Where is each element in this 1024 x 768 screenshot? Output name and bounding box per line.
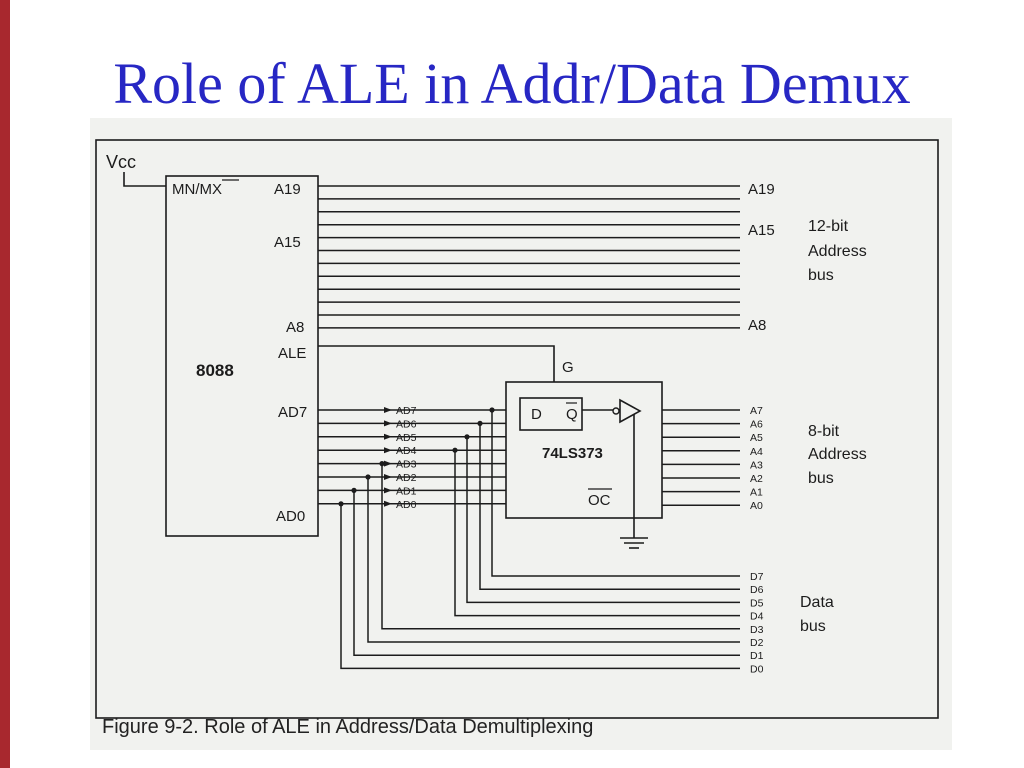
latch-q-label: Q bbox=[566, 406, 578, 423]
ad-arrow-icon bbox=[384, 500, 392, 507]
cpu-pin-ad7: AD7 bbox=[278, 404, 307, 421]
latched-address-label: A0 bbox=[750, 500, 763, 512]
data-line bbox=[340, 503, 740, 670]
data-line bbox=[466, 436, 740, 604]
ad-arrow-icon bbox=[384, 487, 392, 494]
latched-address-label: A6 bbox=[750, 419, 763, 431]
junction-dot bbox=[379, 461, 385, 467]
data-line bbox=[454, 450, 740, 617]
out-a15-label: A15 bbox=[748, 222, 775, 239]
latched-address-label: A7 bbox=[750, 405, 763, 417]
cpu-pin-a8: A8 bbox=[286, 319, 304, 336]
demux-diagram: Vcc MN/MX A19 A15 A8 ALE 8088 AD7 AD0 G … bbox=[95, 139, 939, 719]
data-line-label: D7 bbox=[750, 571, 764, 583]
vcc-wire bbox=[123, 172, 166, 187]
data-line bbox=[381, 463, 740, 630]
cpu-pin-ad0: AD0 bbox=[276, 508, 305, 525]
latched-address-label: A5 bbox=[750, 432, 763, 444]
slide-accent-bar bbox=[0, 0, 10, 768]
figure-frame bbox=[95, 139, 939, 719]
junction-dot bbox=[464, 434, 470, 440]
out-a19-label: A19 bbox=[748, 181, 775, 198]
junction-dot bbox=[351, 487, 357, 493]
bus-label-data-line1: Data bbox=[800, 594, 834, 611]
latched-address-label: A1 bbox=[750, 487, 763, 499]
ad-label: AD2 bbox=[396, 472, 417, 484]
ad-arrow-icon bbox=[384, 447, 392, 454]
slide-title: Role of ALE in Addr/Data Demux bbox=[113, 51, 911, 116]
data-line-label: D5 bbox=[750, 597, 764, 609]
data-line-label: D3 bbox=[750, 624, 764, 636]
cpu-mode-pin-label: MN/MX bbox=[172, 181, 222, 198]
ad-label: AD0 bbox=[396, 499, 417, 511]
cpu-name: 8088 bbox=[196, 361, 234, 380]
cpu-8088-box bbox=[165, 175, 319, 537]
junction-dot bbox=[477, 420, 483, 426]
ad-label: AD7 bbox=[396, 405, 417, 417]
tristate-buffer-icon bbox=[619, 398, 642, 424]
data-line-label: D0 bbox=[750, 663, 764, 675]
ad-label: AD1 bbox=[396, 485, 417, 497]
vcc-label: Vcc bbox=[106, 152, 136, 172]
data-line-label: D2 bbox=[750, 637, 764, 649]
latch-g-label: G bbox=[562, 359, 574, 376]
data-line bbox=[353, 490, 740, 656]
out-a8-label: A8 bbox=[748, 317, 766, 334]
bus-label-data-line2: bus bbox=[800, 618, 826, 635]
figure-caption: Figure 9-2. Role of ALE in Address/Data … bbox=[102, 716, 594, 738]
figure-panel: Vcc MN/MX A19 A15 A8 ALE 8088 AD7 AD0 G … bbox=[90, 118, 952, 750]
latched-address-label: A4 bbox=[750, 446, 763, 458]
ad-arrow-icon bbox=[384, 407, 392, 413]
junction-dot bbox=[338, 501, 344, 507]
ad-arrow-icon bbox=[384, 420, 392, 427]
junction-dot bbox=[365, 474, 371, 480]
data-line-label: D1 bbox=[750, 650, 764, 662]
buffer-enable-bubble-icon bbox=[612, 407, 620, 415]
latch-d-label: D bbox=[531, 406, 542, 423]
bus-label-12bit-line3: bus bbox=[808, 267, 834, 284]
junction-dot bbox=[489, 407, 495, 413]
latch-name: 74LS373 bbox=[542, 445, 603, 462]
bus-label-12bit-line2: Address bbox=[808, 243, 867, 260]
cpu-pin-a19: A19 bbox=[274, 181, 301, 198]
bus-label-8bit-line2: Address bbox=[808, 446, 867, 463]
data-line bbox=[367, 477, 740, 643]
latched-address-label: A2 bbox=[750, 473, 763, 485]
ad-label: AD4 bbox=[396, 445, 417, 457]
cpu-pin-a15: A15 bbox=[274, 234, 301, 251]
ad-arrow-icon bbox=[384, 474, 392, 480]
bus-label-8bit-line3: bus bbox=[808, 470, 834, 487]
ad-label: AD3 bbox=[396, 459, 417, 471]
latch-oc-label: OC bbox=[588, 492, 611, 509]
data-line bbox=[479, 423, 740, 590]
ad-label: AD5 bbox=[396, 432, 417, 444]
ad-arrow-icon bbox=[384, 460, 392, 467]
ale-wire bbox=[318, 345, 555, 382]
latched-address-label: A3 bbox=[750, 459, 763, 471]
junction-dot bbox=[452, 447, 458, 453]
data-line-label: D4 bbox=[750, 611, 764, 623]
data-line bbox=[491, 410, 740, 577]
bus-label-8bit-line1: 8-bit bbox=[808, 423, 840, 440]
bus-label-12bit-line1: 12-bit bbox=[808, 218, 849, 235]
cpu-pin-ale: ALE bbox=[278, 345, 306, 362]
ad-label: AD6 bbox=[396, 418, 417, 430]
data-line-label: D6 bbox=[750, 584, 764, 596]
ad-arrow-icon bbox=[384, 433, 392, 440]
